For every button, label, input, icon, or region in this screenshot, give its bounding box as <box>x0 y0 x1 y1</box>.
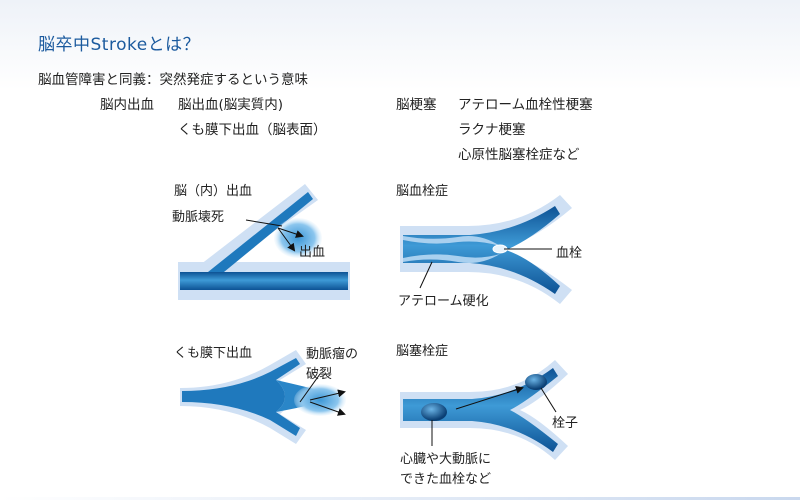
label-thrombus: 血栓 <box>556 246 583 261</box>
label-embolus-source: 心臓や大動脈に <box>400 452 492 467</box>
label-artery-necrosis: 動脈壊死 <box>172 210 225 225</box>
label-atherosclerosis: アテローム硬化 <box>398 294 489 309</box>
flow-arrow <box>455 386 524 410</box>
panel-title-subarachnoid: くも膜下出血 <box>174 346 253 361</box>
hemorrhage-item: 脳出血(脳実質内) <box>178 97 284 113</box>
pointer-line <box>245 219 283 227</box>
subarachnoid-panel <box>180 350 346 444</box>
rupture-arrow <box>309 401 346 416</box>
pointer-line <box>419 261 433 289</box>
page-title: 脳卒中Strokeとは？ <box>38 35 201 55</box>
embolism-panel <box>400 360 568 460</box>
definition-text: 脳血管障害と同義：突然発症するという意味 <box>38 72 308 88</box>
infarction-item: 心原性脳塞栓症など <box>458 147 580 163</box>
infarction-item: アテローム血栓性梗塞 <box>458 97 593 113</box>
intracerebral-hemorrhage-panel <box>178 184 350 300</box>
pointer-line <box>299 373 321 403</box>
label-embolus-source: できた血栓など <box>400 472 492 487</box>
label-aneurysm-rupture: 動脈瘤の <box>306 347 359 362</box>
infarction-heading: 脳梗塞 <box>396 97 437 113</box>
label-embolus: 栓子 <box>552 416 579 431</box>
vessel-lumen <box>403 206 560 294</box>
vessel-wall <box>196 184 318 268</box>
thrombosis-panel <box>400 195 572 304</box>
panel-title-embolism: 脳塞栓症 <box>396 344 449 359</box>
vessel-lumen <box>182 358 300 436</box>
bottom-rule <box>0 497 800 500</box>
vessel-lumen <box>208 192 313 272</box>
embolus <box>525 374 547 390</box>
panel-title-intracerebral: 脳（内）出血 <box>174 184 253 199</box>
label-aneurysm-rupture: 破裂 <box>306 367 333 382</box>
atheroma-plaque <box>403 236 500 246</box>
hemorrhage-heading: 脳内出血 <box>100 97 154 113</box>
rupture-arrow <box>309 389 346 401</box>
bleed-arrow <box>277 227 296 252</box>
panel-title-thrombosis: 脳血栓症 <box>396 184 449 199</box>
vessel-lumen <box>180 272 348 290</box>
pointer-line <box>540 387 557 413</box>
bleed-arrow <box>277 227 304 238</box>
atheroma-plaque <box>403 254 500 263</box>
embolus <box>421 403 447 421</box>
label-bleeding: 出血 <box>299 245 326 260</box>
hemorrhage-item: くも膜下出血（脳表面） <box>178 122 327 138</box>
infarction-item: ラクナ梗塞 <box>458 122 526 138</box>
bleed-cloud <box>274 218 322 258</box>
